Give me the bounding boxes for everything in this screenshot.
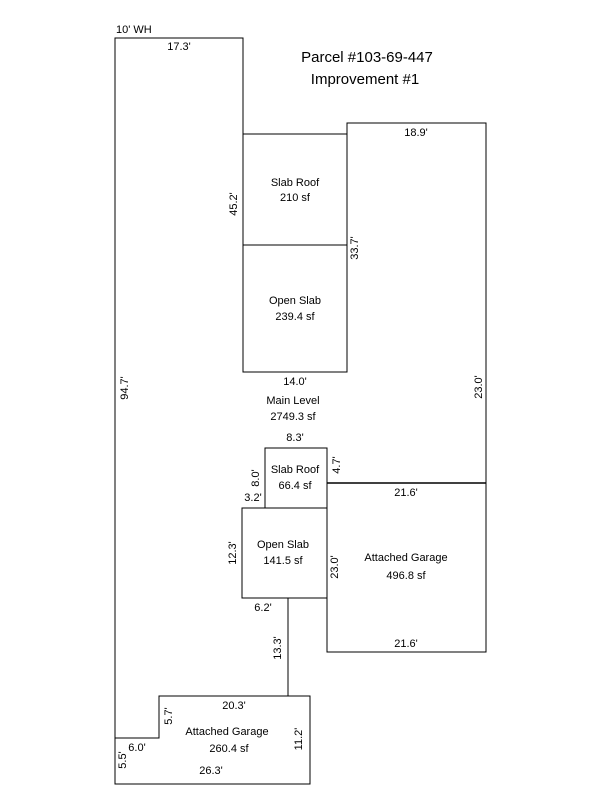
improvement-title: Improvement #1 <box>311 71 419 88</box>
garage-right-area: 496.8 sf <box>386 570 426 582</box>
open-slab-lower-outline <box>241 507 328 599</box>
open-slab-lower-area: 141.5 sf <box>263 555 303 567</box>
dim-upper-porch-width: 14.0' <box>283 376 307 388</box>
garage-right-outline <box>326 482 487 653</box>
dim-garage-bottom: 21.6' <box>394 638 418 650</box>
parcel-title: Parcel #103-69-447 <box>301 49 433 66</box>
dim-lower-slab-height: 12.3' <box>227 541 239 565</box>
dim-upper-porch-height: 45.2' <box>228 192 240 216</box>
dim-top-left: 17.3' <box>167 41 191 53</box>
slab-roof-upper-name: Slab Roof <box>271 177 320 189</box>
dim-left-height: 94.7' <box>119 376 131 400</box>
slab-roof-upper-area: 210 sf <box>280 192 311 204</box>
dim-lower-roof-right: 4.7' <box>331 456 343 473</box>
dim-connector: 13.3' <box>272 636 284 660</box>
dim-bg-bottom: 26.3' <box>199 765 223 777</box>
dim-wh: 10' WH <box>116 24 152 36</box>
dim-lower-slab-right: 23.0' <box>329 555 341 579</box>
dim-bg-left: 5.7' <box>163 707 175 724</box>
slab-roof-lower-name: Slab Roof <box>271 464 320 476</box>
main-level-name: Main Level <box>266 395 319 407</box>
dim-right-top: 18.9' <box>404 127 428 139</box>
open-slab-upper-outline <box>242 244 348 373</box>
dim-right-height: 23.0' <box>473 375 485 399</box>
dim-bg-right: 11.2' <box>293 728 305 751</box>
slab-roof-lower-outline <box>264 447 328 509</box>
open-slab-upper-name: Open Slab <box>269 295 321 307</box>
slab-roof-lower-area: 66.4 sf <box>278 480 312 492</box>
dim-step-bottom: 6.2' <box>254 602 271 614</box>
dim-garage-top: 21.6' <box>394 487 418 499</box>
main-level-area: 2749.3 sf <box>270 411 316 423</box>
open-slab-upper-area: 239.4 sf <box>275 311 315 323</box>
dim-bg-top: 20.3' <box>222 700 246 712</box>
dim-bg-left-small: 5.5' <box>117 751 129 768</box>
dim-lower-roof-width: 8.3' <box>286 432 303 444</box>
dim-mid-height: 33.7' <box>349 236 361 260</box>
garage-bottom-outline <box>114 695 311 785</box>
dim-bg-step: 6.0' <box>128 742 145 754</box>
garage-right-name: Attached Garage <box>364 552 447 564</box>
dim-lower-roof-left: 8.0' <box>250 469 262 486</box>
garage-bottom-name: Attached Garage <box>185 726 268 738</box>
garage-bottom-area: 260.4 sf <box>209 743 249 755</box>
dim-lower-step: 3.2' <box>244 492 261 504</box>
slab-roof-upper-outline <box>242 133 348 246</box>
open-slab-lower-name: Open Slab <box>257 539 309 551</box>
